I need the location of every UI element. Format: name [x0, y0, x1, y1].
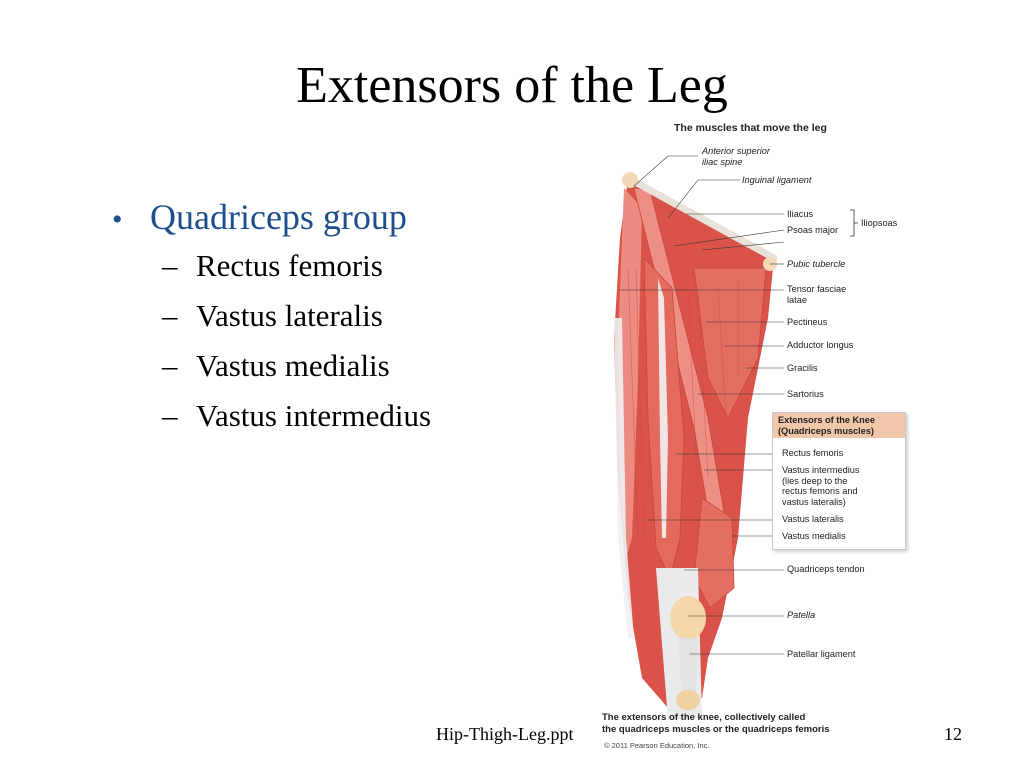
bullet-dot-icon: •	[112, 203, 123, 236]
label-vastus-medialis: Vastus medialis	[782, 531, 846, 541]
label-tensor-fasciae-latae: Tensor fasciae latae	[787, 284, 847, 305]
label-iliacus: Iliacus	[787, 209, 814, 219]
bullet-text: Quadriceps group	[150, 197, 407, 237]
label-asis: Anterior superior iliac spine	[702, 146, 770, 167]
thigh-muscle-illustration	[614, 155, 858, 720]
label-patellar-ligament: Patellar ligament	[787, 649, 856, 659]
bullet-list: •Quadriceps group –Rectus femoris –Vastu…	[112, 196, 431, 448]
subbullet-text: Vastus intermedius	[196, 398, 432, 433]
subbullet-vastus-medialis: –Vastus medialis	[162, 348, 431, 384]
label-inguinal-ligament: Inguinal ligament	[742, 175, 812, 185]
label-rectus-femoris: Rectus femoris	[782, 448, 844, 458]
label-vastus-intermedius: Vastus intermedius (lies deep to the rec…	[782, 465, 860, 507]
label-pubic-tubercle: Pubic tubercle	[787, 259, 846, 269]
label-gracilis: Gracilis	[787, 363, 818, 373]
anatomy-figure: The muscles that move the leg Anterior s…	[598, 118, 928, 758]
label-patella: Patella	[787, 610, 816, 620]
box-header: Extensors of the Knee (Quadriceps muscle…	[773, 413, 905, 438]
subbullet-rectus-femoris: –Rectus femoris	[162, 248, 431, 284]
subbullet-text: Vastus lateralis	[196, 298, 383, 333]
figure-caption: The extensors of the knee, collectively …	[602, 712, 830, 735]
label-pectineus: Pectineus	[787, 317, 828, 327]
dash-icon: –	[162, 398, 178, 433]
label-quadriceps-tendon: Quadriceps tendon	[787, 564, 865, 574]
bullet-quadriceps: • Quadriceps group	[112, 196, 431, 238]
label-vastus-lateralis: Vastus lateralis	[782, 514, 844, 524]
label-psoas-major: Psoas major	[787, 225, 839, 235]
dash-icon: –	[162, 348, 178, 383]
extensors-box: Extensors of the Knee (Quadriceps muscle…	[772, 412, 906, 550]
footer-filename: Hip-Thigh-Leg.ppt	[436, 724, 574, 744]
label-iliopsoas: Iliopsoas	[861, 218, 898, 228]
page-number: 12	[944, 724, 962, 744]
subbullet-text: Rectus femoris	[196, 248, 383, 283]
dash-icon: –	[162, 248, 178, 283]
label-sartorius: Sartorius	[787, 389, 824, 399]
subbullet-vastus-lateralis: –Vastus lateralis	[162, 298, 431, 334]
figure-copyright: © 2011 Pearson Education, Inc.	[604, 741, 710, 750]
dash-icon: –	[162, 298, 178, 333]
label-adductor-longus: Adductor longus	[787, 340, 854, 350]
subbullet-vastus-intermedius: –Vastus intermedius	[162, 398, 431, 434]
subbullet-text: Vastus medialis	[196, 348, 390, 383]
slide-title: Extensors of the Leg	[296, 57, 728, 114]
figure-title: The muscles that move the leg	[674, 122, 827, 134]
